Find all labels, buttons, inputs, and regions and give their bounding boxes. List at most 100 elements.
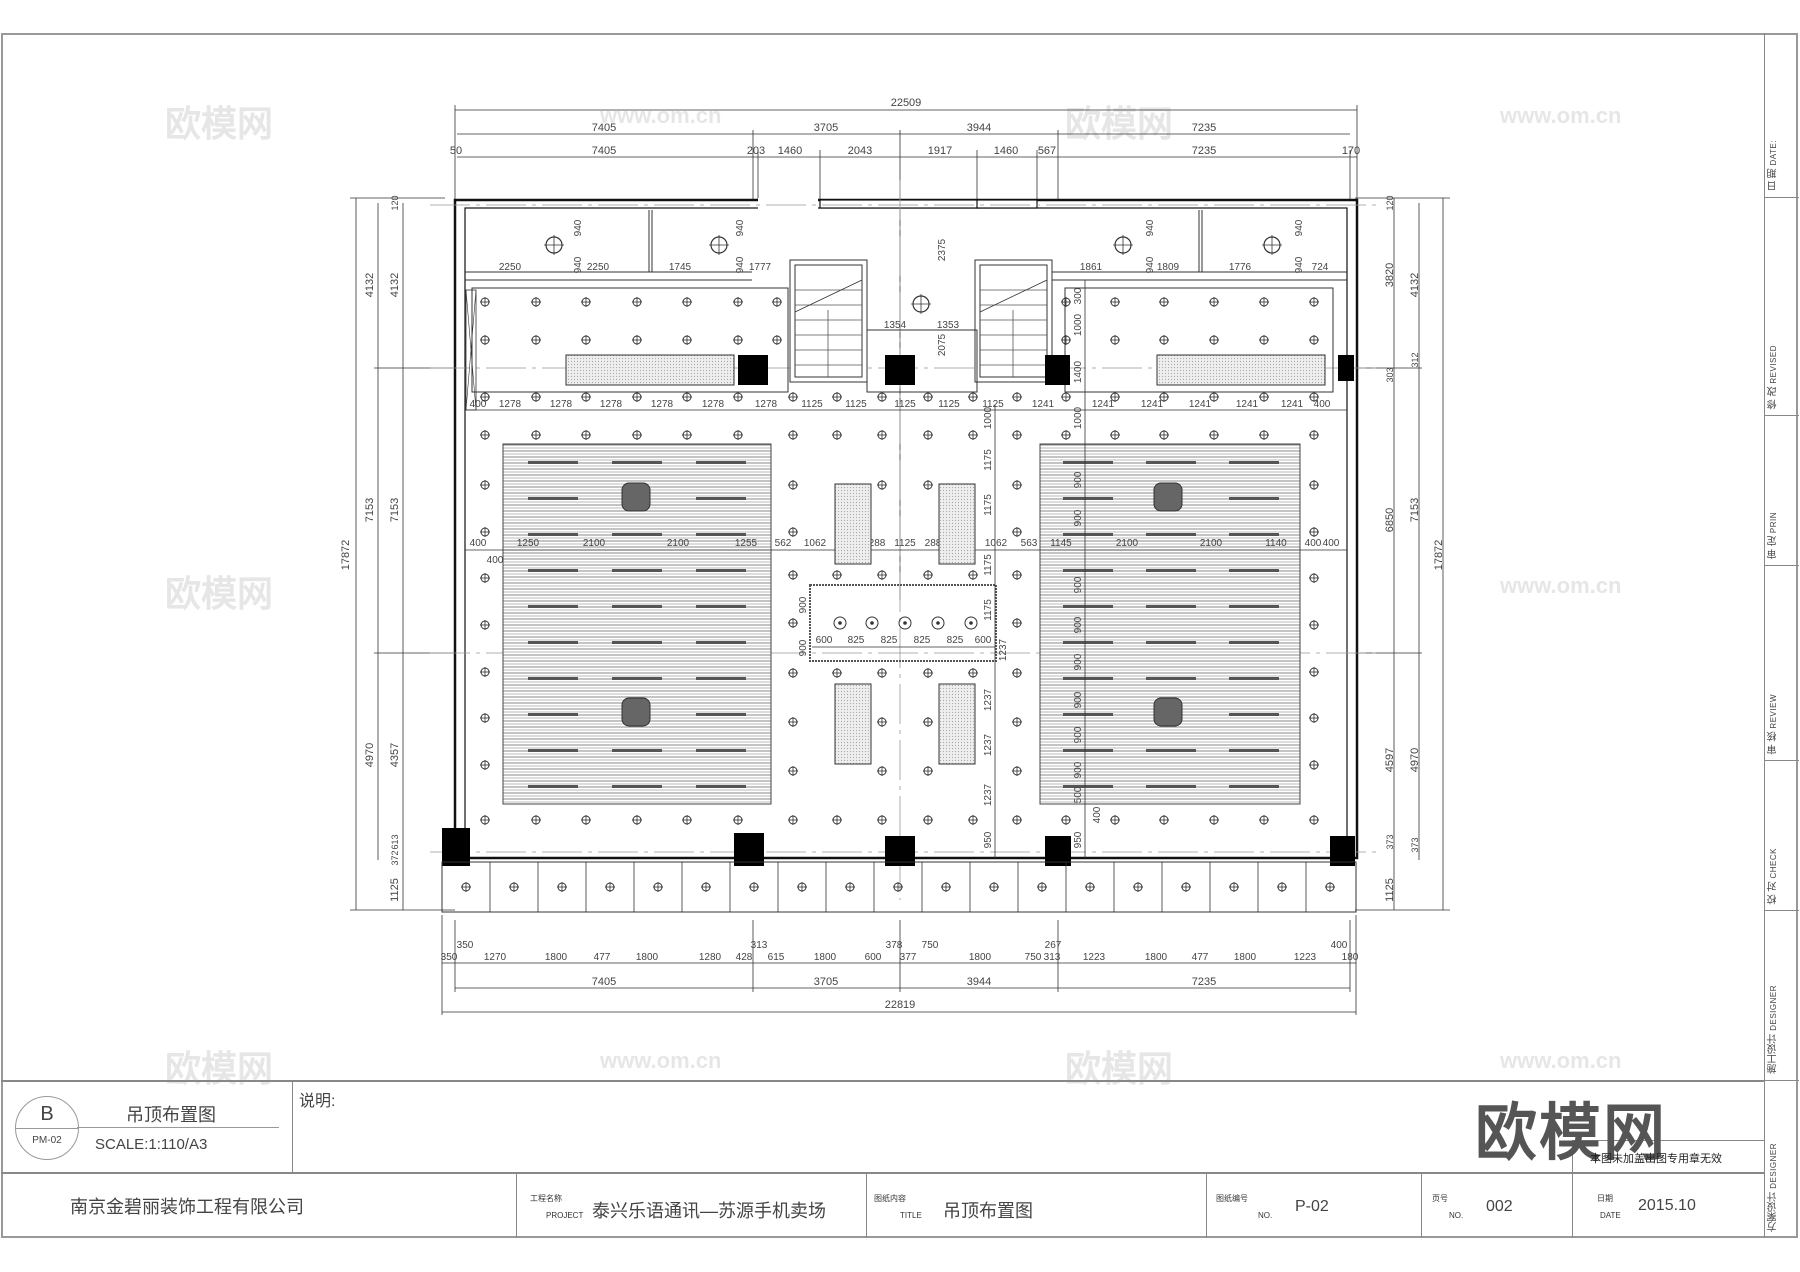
view-reference-bubble: B PM-02 xyxy=(15,1096,79,1160)
svg-text:6850: 6850 xyxy=(1384,508,1396,532)
title-block-mid-divider xyxy=(1,1172,1765,1174)
logo-watermark: 欧模网 xyxy=(1475,1099,1668,1168)
review-cell: 审 核 REVIEW xyxy=(1765,566,1799,761)
svg-text:288: 288 xyxy=(869,538,886,549)
svg-text:2250: 2250 xyxy=(499,262,522,273)
svg-text:950: 950 xyxy=(1073,831,1084,848)
approved-cell: 审 定 PRIN xyxy=(1765,416,1799,566)
svg-text:7235: 7235 xyxy=(1192,145,1216,157)
svg-text:1223: 1223 xyxy=(1083,952,1106,963)
svg-text:400: 400 xyxy=(487,555,504,566)
svg-text:1400: 1400 xyxy=(1073,360,1084,383)
svg-text:600: 600 xyxy=(816,635,833,646)
svg-text:2043: 2043 xyxy=(848,145,872,157)
svg-text:900: 900 xyxy=(1073,761,1084,778)
svg-text:7153: 7153 xyxy=(364,498,376,522)
page-label-en: NO. xyxy=(1449,1211,1464,1220)
ceiling-plan: 22509 7405 3705 3944 7235 50 7405 203 14… xyxy=(340,97,1450,1015)
svg-text:1125: 1125 xyxy=(801,399,823,410)
date-label-en: DATE xyxy=(1600,1211,1621,1220)
svg-text:3944: 3944 xyxy=(967,976,991,988)
svg-text:750: 750 xyxy=(922,940,939,951)
svg-text:600: 600 xyxy=(975,635,992,646)
svg-text:825: 825 xyxy=(914,635,931,646)
svg-text:900: 900 xyxy=(798,639,809,656)
svg-text:500: 500 xyxy=(1073,786,1084,803)
svg-text:1175: 1175 xyxy=(983,494,994,516)
svg-text:940: 940 xyxy=(735,256,746,273)
scheme-designer-cell: 方案设计 DESIGNER xyxy=(1768,1143,1779,1232)
svg-text:1237: 1237 xyxy=(983,733,994,756)
svg-text:1353: 1353 xyxy=(937,320,960,331)
svg-text:4597: 4597 xyxy=(1384,748,1396,772)
svg-text:303: 303 xyxy=(1385,367,1395,382)
svg-text:1000: 1000 xyxy=(1073,406,1084,429)
svg-text:1125: 1125 xyxy=(894,399,916,410)
project-label-cn: 工程名称 xyxy=(530,1194,562,1203)
svg-text:1270: 1270 xyxy=(484,952,507,963)
svg-text:825: 825 xyxy=(947,635,964,646)
svg-text:400: 400 xyxy=(1314,399,1331,410)
svg-text:1800: 1800 xyxy=(545,952,568,963)
svg-text:17872: 17872 xyxy=(1433,540,1445,571)
check-cell: 校 对 CHECK xyxy=(1765,761,1799,911)
svg-text:1800: 1800 xyxy=(1145,952,1168,963)
drawing-number: P-02 xyxy=(1295,1198,1329,1215)
svg-text:1223: 1223 xyxy=(1294,952,1317,963)
svg-text:1241: 1241 xyxy=(1032,399,1055,410)
divider xyxy=(866,1173,867,1238)
svg-text:400: 400 xyxy=(1323,538,1340,549)
svg-text:1278: 1278 xyxy=(755,399,778,410)
svg-text:1777: 1777 xyxy=(749,262,772,273)
svg-text:17872: 17872 xyxy=(340,540,352,571)
svg-text:1237: 1237 xyxy=(998,638,1009,661)
revised-cell: 修 改 REVISED xyxy=(1765,198,1799,416)
svg-text:900: 900 xyxy=(1073,653,1084,670)
content-label-en: TITLE xyxy=(900,1211,922,1220)
svg-text:373: 373 xyxy=(1410,837,1420,852)
divider xyxy=(1572,1140,1765,1141)
company-name: 南京金碧丽装饰工程有限公司 xyxy=(70,1197,304,1217)
svg-text:600: 600 xyxy=(865,952,882,963)
page-label-cn: 页号 xyxy=(1432,1194,1448,1203)
svg-text:1125: 1125 xyxy=(1384,878,1396,902)
svg-text:120: 120 xyxy=(390,195,400,210)
svg-text:1145: 1145 xyxy=(1050,538,1072,549)
svg-text:825: 825 xyxy=(881,635,898,646)
svg-text:1745: 1745 xyxy=(669,262,692,273)
svg-text:1280: 1280 xyxy=(699,952,722,963)
svg-text:170: 170 xyxy=(1342,145,1360,157)
svg-text:940: 940 xyxy=(1294,219,1305,236)
svg-text:724: 724 xyxy=(1312,262,1329,273)
svg-text:2250: 2250 xyxy=(587,262,610,273)
svg-text:373: 373 xyxy=(1385,834,1395,849)
svg-text:312: 312 xyxy=(1410,352,1420,367)
svg-text:1809: 1809 xyxy=(1157,262,1180,273)
svg-text:1140: 1140 xyxy=(1265,538,1287,549)
svg-text:1278: 1278 xyxy=(702,399,725,410)
svg-text:567: 567 xyxy=(1038,145,1056,157)
svg-text:1125: 1125 xyxy=(894,538,916,549)
svg-text:400: 400 xyxy=(1331,940,1348,951)
drawing-no-label-en: NO. xyxy=(1258,1211,1273,1220)
svg-text:7235: 7235 xyxy=(1192,122,1216,134)
svg-text:4970: 4970 xyxy=(1409,748,1421,772)
svg-text:1175: 1175 xyxy=(983,449,994,471)
svg-text:1241: 1241 xyxy=(1189,399,1212,410)
svg-text:940: 940 xyxy=(573,219,584,236)
svg-text:2100: 2100 xyxy=(667,538,690,549)
content-label-cn: 图纸内容 xyxy=(874,1194,906,1203)
project-label-en: PROJECT xyxy=(546,1211,584,1220)
svg-text:1241: 1241 xyxy=(1141,399,1164,410)
svg-text:1125: 1125 xyxy=(982,399,1004,410)
svg-text:400: 400 xyxy=(470,538,487,549)
svg-text:1278: 1278 xyxy=(651,399,674,410)
content-title: 吊顶布置图 xyxy=(943,1201,1033,1221)
svg-text:940: 940 xyxy=(1145,256,1156,273)
svg-text:1241: 1241 xyxy=(1092,399,1115,410)
svg-text:120: 120 xyxy=(1385,195,1395,210)
svg-text:900: 900 xyxy=(1073,576,1084,593)
svg-text:900: 900 xyxy=(1073,509,1084,526)
svg-text:3820: 3820 xyxy=(1384,263,1396,287)
svg-text:1125: 1125 xyxy=(845,399,867,410)
